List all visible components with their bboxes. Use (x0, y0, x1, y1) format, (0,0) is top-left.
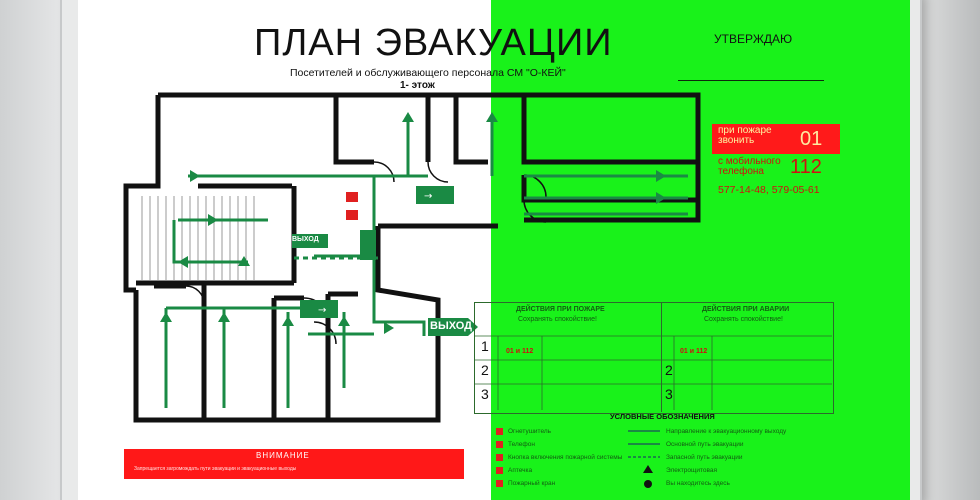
accident-phone-hint: 01 и 112 (680, 348, 708, 355)
legend-main-route: Основной путь эвакуации (666, 441, 744, 448)
fire-step-2: 2 (481, 362, 489, 378)
legend-hydrant: Пожарный кран (508, 480, 556, 487)
exit-main-sign-rect (428, 318, 468, 336)
fire-call-box (712, 124, 840, 154)
fire-call-label: при пожаре звонить (718, 126, 772, 146)
svg-text:→: → (318, 305, 326, 316)
instructions-divider (661, 302, 662, 412)
legend-first-aid: Аптечка (508, 467, 533, 474)
mobile-call-line-1: с мобильного (718, 156, 781, 167)
fire-call-line-1: при пожаре (718, 125, 772, 136)
mobile-call-number: 112 (790, 156, 822, 178)
legend-exit-direction: Направление к эвакуационному выходу (666, 428, 787, 435)
running-man-exit-icon: → → (300, 186, 454, 318)
plan-subtitle: Посетителей и обслуживающего персонала С… (290, 67, 566, 79)
accident-step-2: 2 (665, 362, 673, 378)
approve-label: УТВЕРЖДАЮ (714, 32, 793, 46)
warning-bar (124, 449, 464, 479)
legend-heading: УСЛОВНЫЕ ОБОЗНАЧЕНИЯ (610, 412, 715, 421)
legend-icons (496, 428, 660, 488)
legend-electrical: Электрощитовая (666, 467, 718, 474)
legend-reserve-route: Запасной путь эвакуации (666, 454, 743, 461)
plan-title: ПЛАН ЭВАКУАЦИИ (254, 22, 613, 64)
legend-you-are-here: Вы находитесь здесь (666, 480, 730, 487)
instructions-panel (474, 302, 834, 414)
stairs (141, 196, 255, 280)
exit-small-sign-rect (292, 234, 328, 248)
exit-main-label: ВЫХОД (430, 320, 473, 332)
evacuation-plan-poster: → → (78, 0, 910, 500)
route-arrowheads (160, 112, 666, 334)
exit-arrow-icon (468, 318, 478, 336)
green-overlay (491, 0, 910, 500)
warning-text: Запрещается загромождать пути эвакуации … (134, 466, 297, 472)
fire-actions-sub: Сохранять спокойствие! (518, 316, 597, 323)
fire-call-number: 01 (800, 128, 823, 150)
legend-extinguisher: Огнетушитель (508, 428, 552, 435)
legend-alarm-button: Кнопка включения пожарной системы (508, 454, 623, 461)
info-panel-lines (474, 335, 832, 410)
fire-phone-hint: 01 и 112 (506, 348, 534, 355)
fire-extinguisher-icon (346, 192, 358, 220)
mobile-call-label: с мобильного телефона (718, 157, 781, 177)
walls (123, 92, 701, 423)
accident-actions-sub: Сохранять спокойствие! (704, 316, 783, 323)
fire-step-3: 3 (481, 386, 489, 402)
door-swings (185, 161, 547, 345)
svg-text:→: → (424, 191, 432, 202)
approve-signature-line (678, 80, 824, 81)
fire-call-line-2: звонить (718, 135, 755, 146)
phone-numbers: 577-14-48, 579-05-61 (718, 184, 820, 196)
fire-step-1: 1 (481, 338, 489, 354)
mobile-call-line-2: телефона (718, 166, 764, 177)
exit-small-label: ВЫХОД (292, 236, 319, 243)
fire-actions-heading: ДЕЙСТВИЯ ПРИ ПОЖАРЕ (516, 306, 605, 313)
floor-plan-drawing: → → (123, 92, 832, 488)
accident-step-3: 3 (665, 386, 673, 402)
warning-heading: ВНИМАНИЕ (256, 451, 310, 460)
legend-phone: Телефон (508, 441, 535, 448)
accident-actions-heading: ДЕЙСТВИЯ ПРИ АВАРИИ (702, 306, 790, 313)
floor-label: 1- этож (400, 80, 435, 91)
